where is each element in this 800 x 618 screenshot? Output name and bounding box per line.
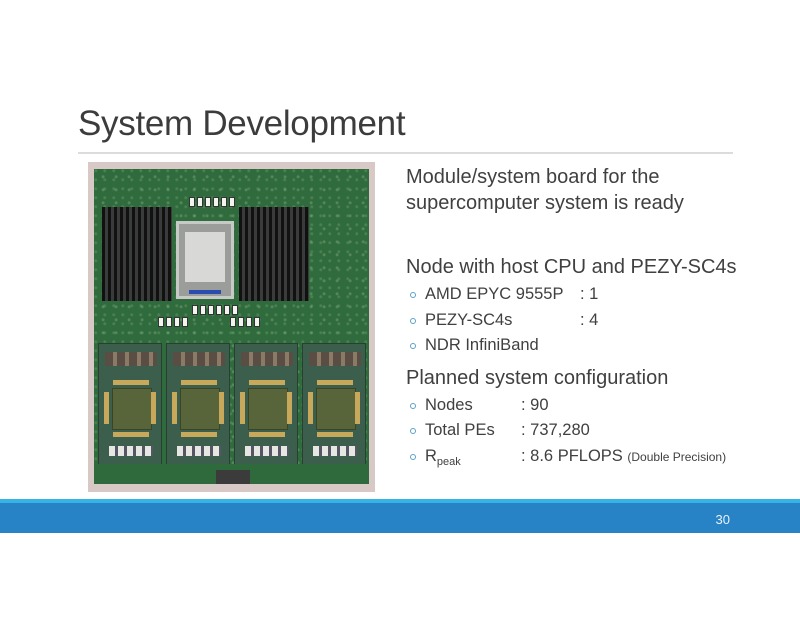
connector-row (192, 305, 238, 315)
list-item: Total PEs : 737,280 (406, 418, 746, 444)
intro-text: Module/system board for the supercompute… (406, 166, 684, 214)
connector-row (158, 317, 188, 327)
connector-row (189, 197, 235, 207)
item-label: Nodes (425, 395, 473, 414)
item-value: : 8.6 PFLOPS (521, 446, 623, 465)
heatsink-left (102, 207, 172, 301)
item-value: : 4 (580, 310, 599, 329)
list-item: Rpeak: 8.6 PFLOPS (Double Precision) (406, 444, 746, 476)
footer-band: 30 (0, 499, 800, 533)
item-label: Rpeak (425, 444, 521, 476)
cpu-clip (189, 290, 221, 294)
pcb-illustration (94, 169, 369, 484)
title-divider (78, 152, 733, 154)
item-value: : 1 (580, 285, 599, 303)
config-heading: Planned system configuration (406, 366, 669, 389)
item-value: : 90 (521, 395, 549, 414)
bullet-icon (410, 317, 416, 324)
bullet-icon (410, 292, 416, 298)
cpu-lid (185, 232, 225, 282)
node-heading: Node with host CPU and PEZY-SC4s (406, 256, 737, 278)
pezy-module-4 (302, 343, 366, 467)
connector-row (230, 317, 260, 327)
bullet-icon (410, 428, 416, 434)
list-item: AMD EPYC 9555P : 1 (406, 282, 746, 308)
item-label: PEZY-SC4s (425, 310, 513, 329)
slide-title: System Development (78, 104, 406, 143)
bullet-icon (410, 343, 416, 349)
bottom-connector (216, 470, 250, 484)
list-item: PEZY-SC4s : 4 (406, 308, 746, 334)
cpu-socket (176, 221, 234, 299)
heatsink-right (239, 207, 309, 301)
node-spec-list: AMD EPYC 9555P : 1 PEZY-SC4s : 4 NDR Infin… (406, 282, 746, 359)
config-spec-list: Nodes: 90 Total PEs: 737,280 Rpeak: 8.6 … (406, 393, 746, 476)
item-value: : 737,280 (521, 421, 590, 439)
item-label: NDR InfiniBand (425, 336, 539, 354)
page-number: 30 (715, 512, 730, 527)
rpeak-symbol: R (425, 446, 437, 465)
rpeak-subscript: peak (436, 455, 461, 468)
list-item: Nodes : 90 (406, 393, 746, 419)
list-item: NDR InfiniBand (406, 333, 746, 359)
bullet-icon (410, 453, 416, 460)
slide-content: Module/system board for the supercompute… (406, 164, 746, 475)
pezy-module-2 (166, 343, 230, 467)
pezy-module-1 (98, 343, 162, 467)
item-label: Total PEs (425, 421, 495, 439)
item-note: (Double Precision) (627, 449, 727, 464)
pezy-module-3 (234, 343, 298, 467)
bullet-icon (410, 402, 416, 409)
item-label: AMD EPYC 9555P (425, 285, 564, 303)
system-board-photo (88, 162, 375, 492)
